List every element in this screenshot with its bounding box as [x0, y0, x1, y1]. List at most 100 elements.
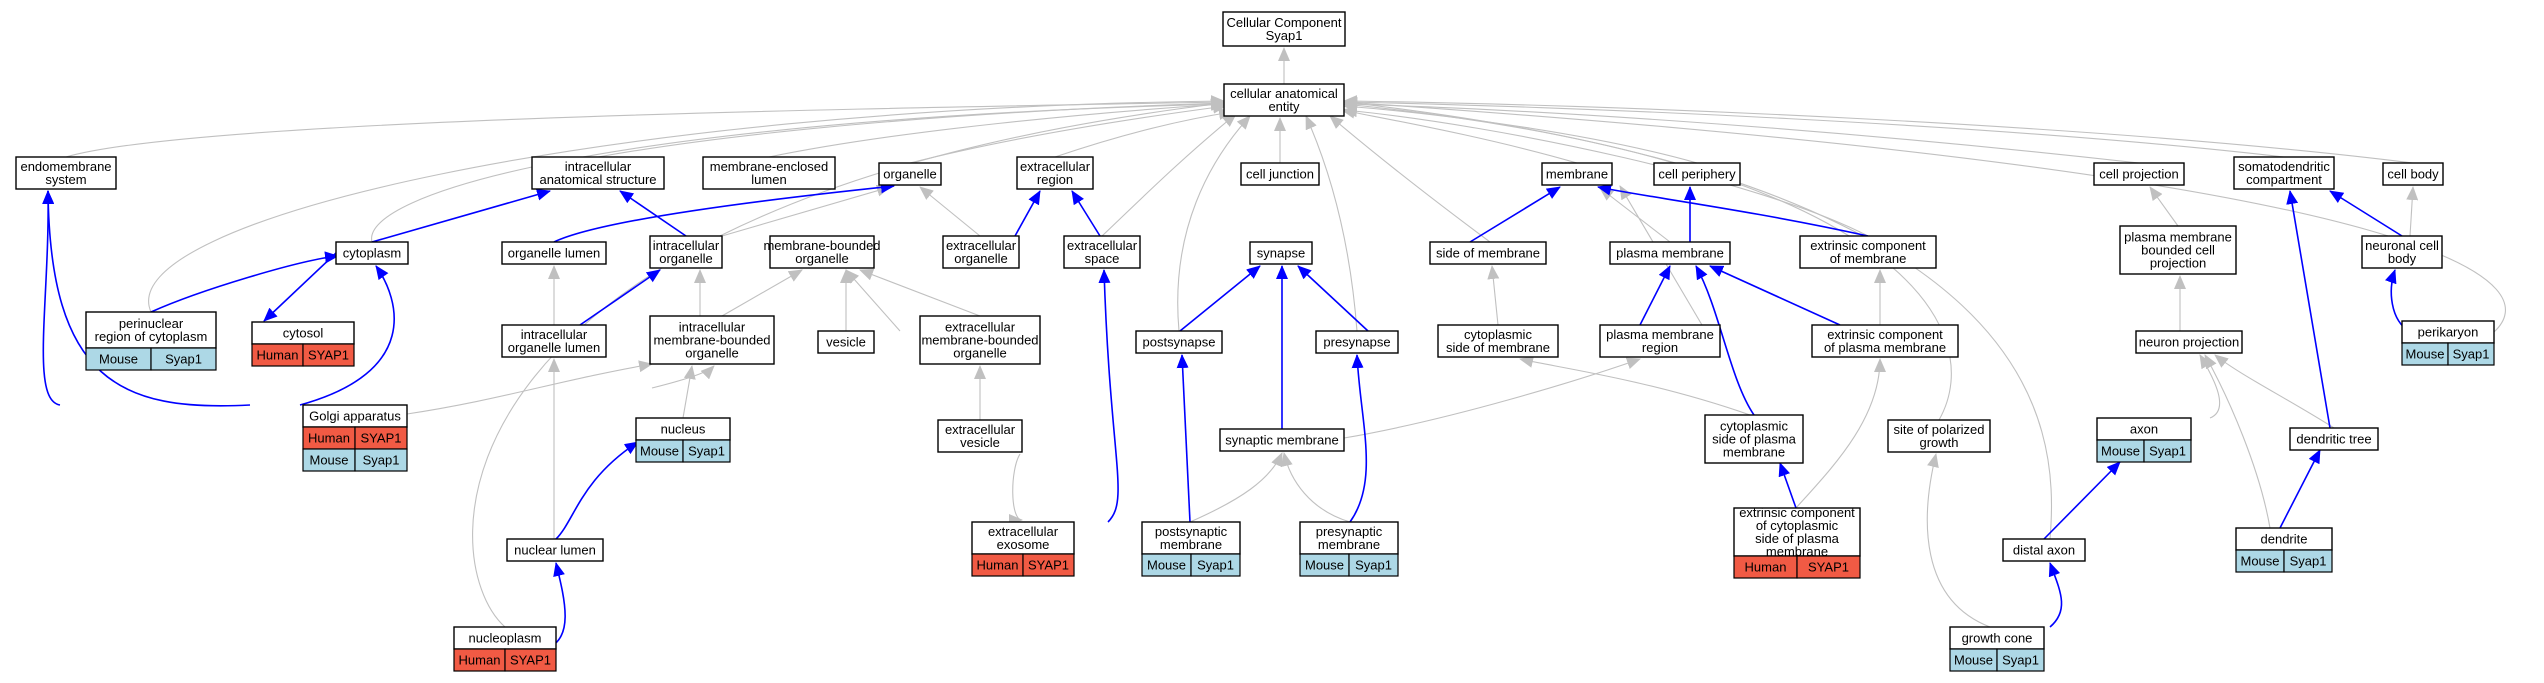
node-label-line: membrane-enclosed: [710, 159, 829, 174]
node-label-line: organelle: [954, 251, 1008, 266]
edge-gray-11: [1343, 95, 2414, 164]
node-label-line: side of membrane: [1436, 246, 1540, 261]
gene-label: Syap1: [1355, 558, 1392, 573]
gene-cell: [1796, 555, 1861, 579]
gene-label: Syap1: [2290, 554, 2327, 569]
node-organelle[interactable]: organelle: [878, 162, 942, 186]
gene-label: Syap1: [2453, 347, 2490, 362]
gene-cell: [354, 448, 408, 472]
gene-label: SYAP1: [308, 348, 349, 363]
node-box: [769, 235, 875, 269]
node-cytoplasm[interactable]: cytoplasm: [335, 241, 409, 265]
node-label-line: presynaptic: [1316, 524, 1383, 539]
node-membrane[interactable]: membrane: [1541, 162, 1613, 186]
node-postsynapse[interactable]: postsynapse: [1135, 330, 1223, 354]
gene-label: SYAP1: [510, 653, 551, 668]
node-vesicle[interactable]: vesicle: [817, 330, 875, 354]
species-label: Human: [1745, 560, 1787, 575]
gene-cell: [1996, 648, 2045, 672]
node-celljunction[interactable]: cell junction: [1240, 162, 1320, 186]
species-label: Mouse: [2405, 347, 2444, 362]
edge-gray-42: [1795, 358, 1886, 509]
edge-blue-69: [1349, 354, 1368, 523]
node-label-line: nucleoplasm: [469, 631, 542, 646]
node-label-line: side of plasma: [1712, 432, 1797, 447]
node-label-line: cell body: [2387, 167, 2439, 182]
edge-gray-34: [651, 365, 715, 389]
edge-blue-54: [263, 252, 337, 322]
edge-gray-41: [1343, 357, 1641, 439]
node-nuclumen[interactable]: nuclear lumen: [506, 538, 604, 562]
node-synmem[interactable]: synaptic membrane: [1219, 428, 1345, 452]
node-label-line: system: [45, 172, 86, 187]
species-label: Mouse: [1305, 558, 1344, 573]
node-plasmamem[interactable]: plasma membrane: [1609, 241, 1731, 265]
node-label-line: body: [2388, 251, 2417, 266]
node-dendtree[interactable]: dendritic tree: [2289, 427, 2379, 451]
node-neuronproj[interactable]: neuron projection: [2135, 330, 2243, 354]
node-box: [2119, 225, 2237, 275]
node-label-line: projection: [2150, 256, 2206, 271]
edge-blue-63: [1071, 190, 1101, 237]
node-box: [531, 156, 665, 190]
node-orglumen[interactable]: organelle lumen: [501, 241, 607, 265]
node-label-line: perikaryon: [2418, 325, 2479, 340]
node-label-line: extracellular: [1067, 238, 1138, 253]
node-label-line: of plasma membrane: [1824, 340, 1946, 355]
node-presynapse[interactable]: presynapse: [1315, 330, 1399, 354]
node-cellbody[interactable]: cell body: [2382, 162, 2444, 186]
node-cellperiphery[interactable]: cell periphery: [1653, 162, 1741, 186]
node-box: [1704, 414, 1804, 464]
node-cellprojection[interactable]: cell projection: [2093, 162, 2185, 186]
edge-gray-27: [859, 269, 981, 317]
node-synapse[interactable]: synapse: [1249, 241, 1313, 265]
node-label-line: region: [1642, 340, 1678, 355]
edge-gray-7: [1341, 106, 1578, 164]
node-box: [2135, 330, 2243, 354]
gene-cell: [682, 439, 731, 463]
node-distalaxon[interactable]: distal axon: [2002, 538, 2086, 562]
node-sidemem[interactable]: side of membrane: [1429, 241, 1547, 265]
node-label-line: anatomical structure: [539, 172, 656, 187]
node-box: [2093, 162, 2185, 186]
edge-blue-53: [42, 190, 61, 406]
node-box: [1541, 162, 1613, 186]
edge-blue-62: [1014, 190, 1041, 237]
